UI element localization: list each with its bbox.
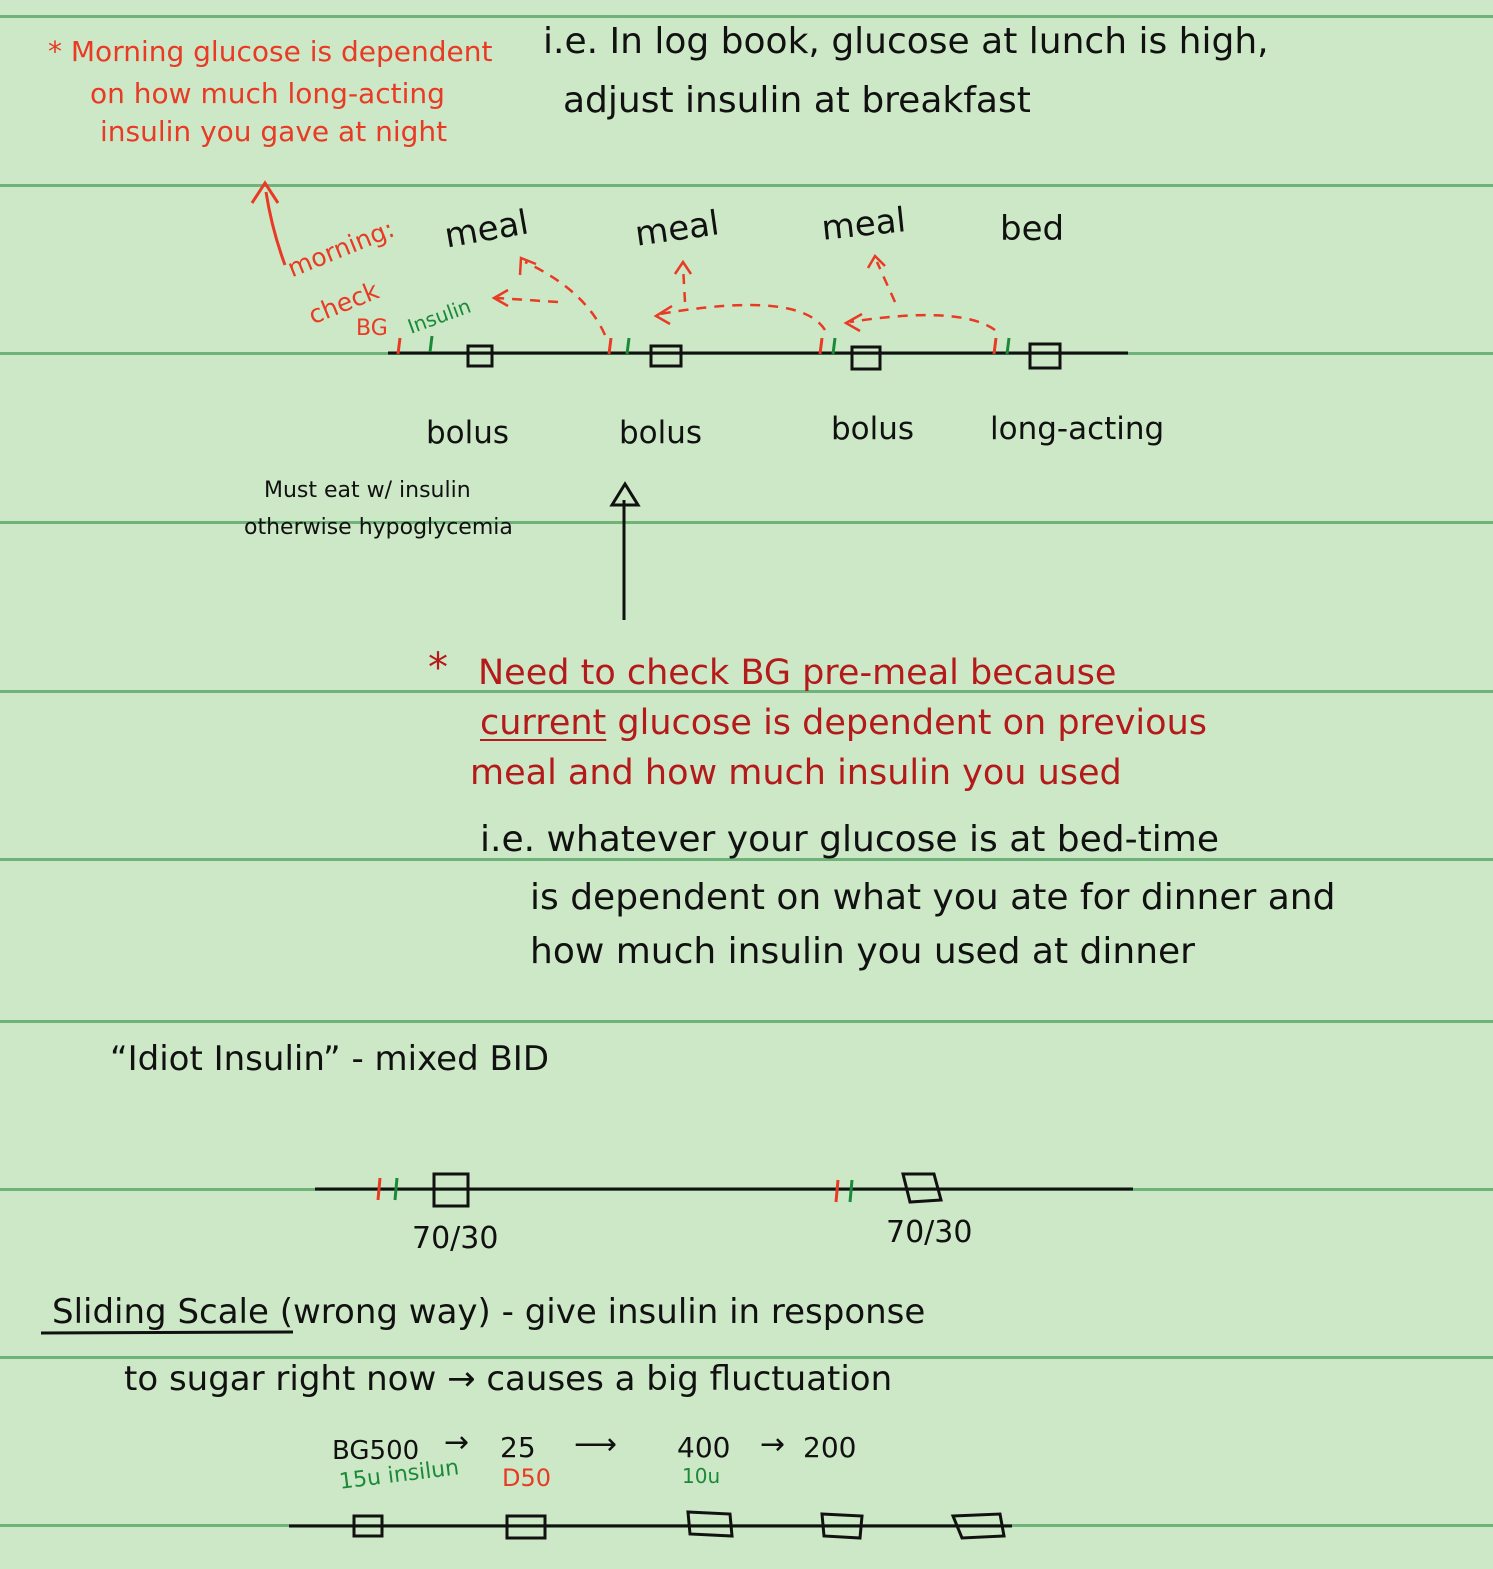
dashed-arrow [681,265,687,303]
example-note-line-2: adjust insulin at breakfast [563,80,1031,121]
example-note-line-1: i.e. In log book, glucose at lunch is hi… [543,21,1269,62]
dashed-arrow [496,296,559,304]
dashed-arrow [849,313,996,332]
sliding-scale-title-rest: (wrong way) - give insulin in response [279,1292,926,1332]
ruled-line [0,1020,1493,1023]
ruled-line [0,15,1493,18]
dashed-arrow [524,260,607,336]
dashed-arrow [659,303,827,331]
title-underline [40,1330,294,1335]
current-word: current [480,703,607,743]
ruled-line [0,1356,1493,1359]
long-acting-label: long-acting [990,411,1165,447]
idiot-insulin-title: “Idiot Insulin” - mixed BID [110,1039,550,1079]
value-200: 200 [803,1431,857,1464]
premeal-line-2: glucose is dependent on previous [617,703,1207,743]
sliding-scale-title-row: Sliding Scale (wrong way) - give insulin… [52,1295,925,1329]
insulin-tick [428,335,1011,355]
hypo-note-line-1: Must eat w/ insulin [264,478,471,503]
sliding-scale-line-2: to sugar right now → causes a big fluctu… [124,1359,893,1399]
value-400: 400 [677,1431,731,1464]
ruled-line [0,690,1493,693]
dose-d50-label: D50 [502,1464,552,1492]
dose-box [466,342,1062,371]
premeal-line-2-row: current glucose is dependent on previous [480,706,1207,741]
hypo-note-line-2: otherwise hypoglycemia [244,515,513,540]
arrow-up-icon [250,180,287,266]
bedtime-line-3: how much insulin you used at dinner [530,931,1195,972]
arrow-right-icon: → [760,1427,786,1462]
ruled-line [0,521,1493,524]
arrow-up-icon [609,481,641,620]
morning-note-line-1: * Morning glucose is dependent [48,35,493,68]
dose-10u-label: 10u [682,1464,721,1488]
premeal-star: * [428,645,448,691]
bg-check-tick [396,337,998,355]
dashed-arrow [875,261,897,303]
sliding-scale-title: Sliding Scale [52,1292,269,1332]
dose-box [352,1510,1006,1540]
bed-label: bed [1000,209,1065,249]
bedtime-line-1: i.e. whatever your glucose is at bed-tim… [480,819,1219,860]
arrow-right-icon: → [444,1425,470,1460]
premeal-line-3: meal and how much insulin you used [470,753,1122,793]
morning-note-line-3: insulin you gave at night [100,115,448,148]
premeal-line-1: Need to check BG pre-meal because [478,653,1117,693]
ruled-line [0,184,1493,187]
bolus-label-2: bolus [619,415,703,451]
meal-label-3: meal [819,200,908,249]
bg-500-label: BG500 [332,1436,420,1466]
premix-label-1: 70/30 [412,1221,499,1256]
ruled-line [0,858,1493,861]
value-25: 25 [500,1431,536,1464]
premix-label-2: 70/30 [886,1215,973,1250]
bolus-label-3: bolus [831,411,915,447]
bedtime-line-2: is dependent on what you ate for dinner … [530,877,1336,918]
dose-box [432,1172,943,1208]
arrow-right-icon: ⟶ [574,1427,618,1462]
bolus-label-1: bolus [426,415,510,451]
bg-label: BG [356,316,388,341]
morning-note-line-2: on how much long-acting [90,77,445,110]
